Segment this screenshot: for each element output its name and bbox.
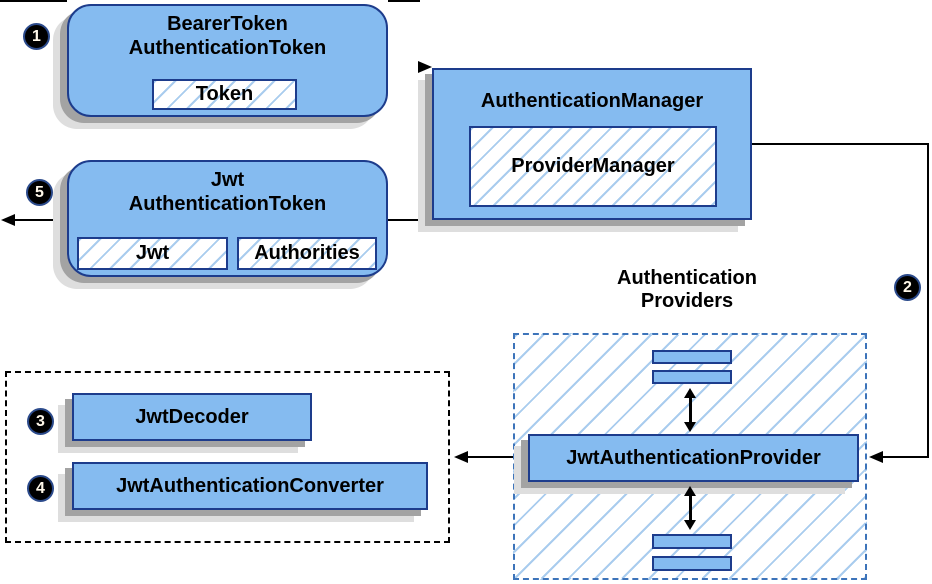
step-4-badge: 4 <box>27 475 54 502</box>
provider-list-bar <box>652 370 732 384</box>
step-1-badge: 1 <box>23 23 50 50</box>
provider-list-bar <box>652 350 732 364</box>
jwt-authentication-converter-box: JwtAuthenticationConverter <box>72 462 428 510</box>
authentication-manager-title: AuthenticationManager <box>480 90 704 112</box>
outgoing-result-line <box>15 219 67 221</box>
authorities-field: Authorities <box>237 237 377 270</box>
arrowhead-down-icon <box>684 422 696 432</box>
manager-route-bottom-line <box>883 456 929 458</box>
authentication-providers-label: Authentication Providers <box>597 267 777 313</box>
provider-list-bar <box>652 534 732 549</box>
incoming-request-line <box>0 0 67 2</box>
arrowhead-left-icon <box>869 451 883 463</box>
step-2-badge: 2 <box>894 274 921 301</box>
bearer-token-title-line1: BearerToken <box>167 13 288 35</box>
bearer-token-title-line2: AuthenticationToken <box>128 37 327 59</box>
jwt-token-title-line2: AuthenticationToken <box>128 193 327 215</box>
provider-to-decoder-line <box>468 456 513 458</box>
manager-route-vertical-line <box>927 143 929 458</box>
arrowhead-up-icon <box>684 486 696 496</box>
manager-route-top-line <box>752 143 929 145</box>
bearer-token-title: BearerToken AuthenticationToken <box>67 12 388 60</box>
arrowhead-down-icon <box>684 520 696 530</box>
arrowhead-left-icon <box>1 214 15 226</box>
jwt-token-title-line1: Jwt <box>210 169 245 191</box>
step-5-badge: 5 <box>26 179 53 206</box>
manager-to-jwt-token-line <box>388 219 432 221</box>
jwt-authentication-token-title: Jwt AuthenticationToken <box>67 168 388 216</box>
arrowhead-left-icon <box>454 451 468 463</box>
arrowhead-right-icon <box>418 61 432 73</box>
double-arrow-line <box>689 494 692 522</box>
token-field: Token <box>152 79 297 110</box>
bearer-to-manager-line <box>388 0 420 2</box>
arrowhead-up-icon <box>684 388 696 398</box>
providers-label-line1: Authentication <box>617 267 757 289</box>
double-arrow-line <box>689 396 692 424</box>
providers-label-line2: Providers <box>640 290 734 312</box>
jwt-decoder-box: JwtDecoder <box>72 393 312 441</box>
provider-list-bar <box>652 556 732 571</box>
jwt-authentication-provider-box: JwtAuthenticationProvider <box>528 434 859 482</box>
provider-manager-field: ProviderManager <box>469 126 717 207</box>
step-3-badge: 3 <box>27 408 54 435</box>
jwt-field: Jwt <box>77 237 228 270</box>
